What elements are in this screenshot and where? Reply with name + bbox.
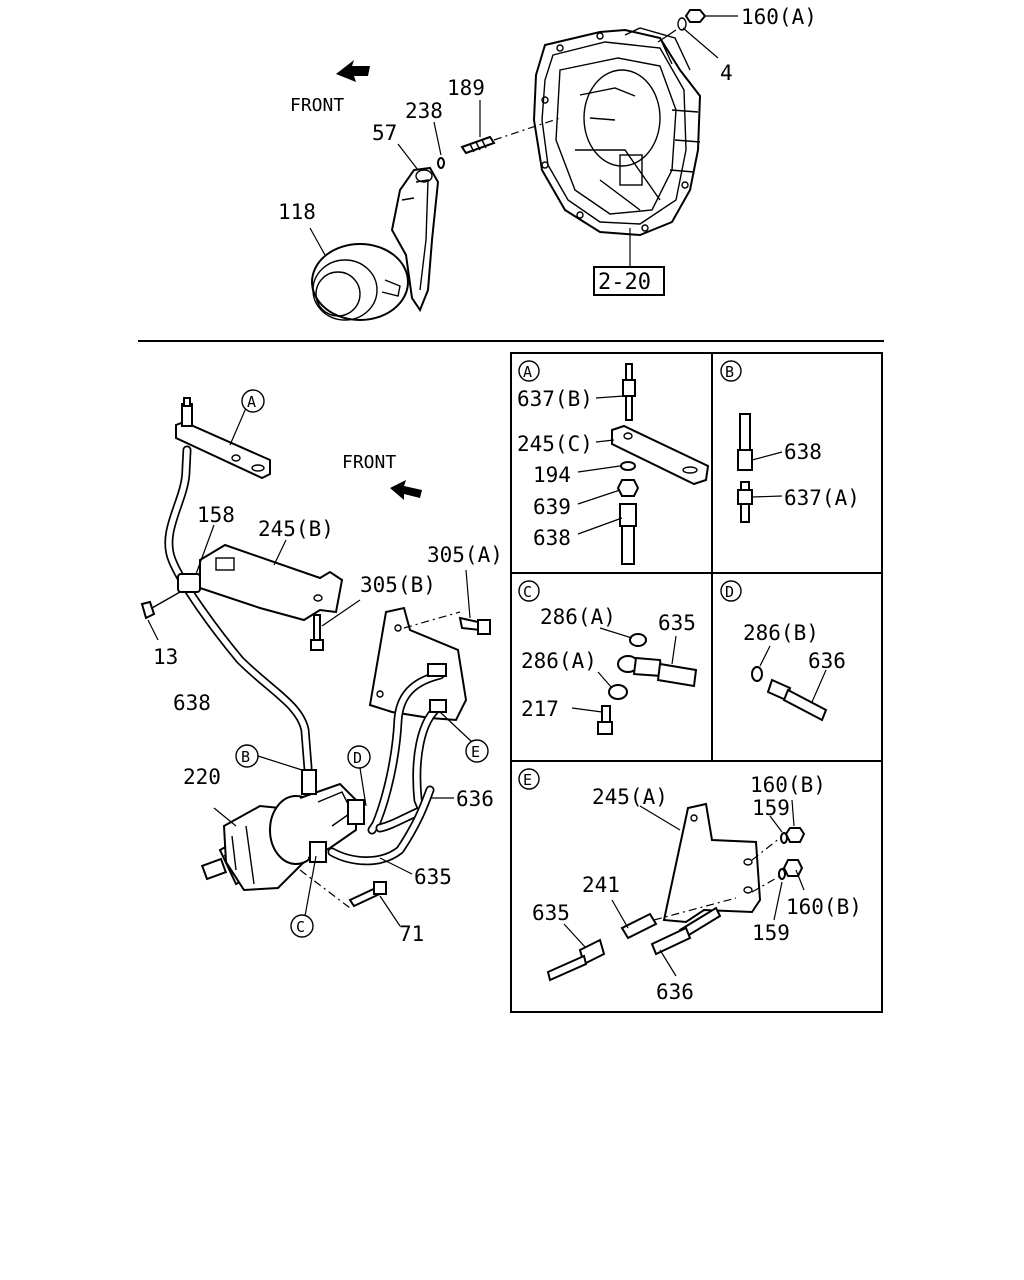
callout-636: 636	[456, 787, 494, 811]
hose-636	[367, 663, 454, 835]
inset-d-286b: 286(B)	[743, 621, 819, 645]
inset-a-194: 194	[533, 463, 571, 487]
callout-638: 638	[173, 691, 211, 715]
release-fork-57	[390, 143, 440, 313]
callout-57: 57	[372, 121, 397, 145]
front-arrow-icon	[336, 60, 370, 82]
inset-a-245c: 245(C)	[517, 432, 593, 456]
callout-635: 635	[414, 865, 452, 889]
bracket-245a	[368, 606, 468, 722]
release-bearing-118	[309, 227, 409, 321]
marker-a: A	[241, 389, 265, 413]
svg-text:E: E	[523, 771, 532, 789]
svg-text:B: B	[725, 363, 734, 381]
pin-238	[433, 121, 445, 169]
front-arrow-icon	[390, 480, 422, 500]
callout-13: 13	[153, 645, 178, 669]
callout-4: 4	[720, 61, 733, 85]
callout-160a: 160(A)	[741, 5, 817, 29]
clutch-housing	[532, 27, 702, 266]
hose-635	[327, 785, 435, 875]
pipe-638	[164, 445, 313, 773]
callout-305b: 305(B)	[360, 573, 436, 597]
svg-text:D: D	[353, 749, 362, 767]
leader-b	[257, 755, 303, 771]
marker-e: E	[465, 739, 489, 763]
bolt-13	[140, 591, 181, 641]
leader-e	[439, 711, 473, 743]
inset-e-636: 636	[656, 980, 694, 1004]
inset-a-639: 639	[533, 495, 571, 519]
inset-e-159-2: 159	[752, 921, 790, 945]
inset-a-638: 638	[533, 526, 571, 550]
leader-d	[359, 767, 367, 807]
inset-b: B 638 637(A)	[720, 360, 860, 523]
ref-2-20: 2-20	[598, 270, 651, 295]
bolt-305b	[310, 599, 361, 651]
svg-text:A: A	[247, 393, 256, 411]
inset-b-638: 638	[784, 440, 822, 464]
nut-160a	[657, 9, 738, 59]
callout-71: 71	[399, 922, 424, 946]
bolt-71	[299, 869, 401, 927]
inset-frame	[510, 352, 883, 1013]
inset-e-245a: 245(A)	[592, 785, 668, 809]
top-view: FRONT	[278, 5, 817, 321]
svg-text:A: A	[523, 363, 532, 381]
inset-c: C 286(A) 635 286(A) 217	[518, 580, 698, 735]
bracket-245c	[175, 397, 271, 480]
marker-b: B	[235, 744, 259, 768]
cylinder-220	[200, 769, 365, 892]
main-view: FRONT	[140, 389, 503, 946]
inset-e: E 245(A) 159 1	[518, 768, 862, 1004]
front-label: FRONT	[290, 95, 344, 116]
svg-text:B: B	[241, 748, 250, 766]
svg-text:C: C	[523, 583, 532, 601]
svg-text:C: C	[296, 918, 305, 936]
inset-c-286a-1: 286(A)	[540, 605, 616, 629]
callout-189: 189	[447, 76, 485, 100]
inset-e-160b-1: 160(B)	[750, 773, 826, 797]
callout-245b: 245(B)	[258, 517, 334, 541]
inset-c-286a-2: 286(A)	[521, 649, 597, 673]
marker-d: D	[347, 745, 371, 769]
inset-d-636: 636	[808, 649, 846, 673]
inset-d: D 286(B) 636	[720, 580, 846, 722]
stud-bolt-189	[460, 100, 561, 155]
inset-e-159-1: 159	[752, 796, 790, 820]
inset-b-637a: 637(A)	[784, 486, 860, 510]
leader-c	[304, 855, 317, 917]
ref-box	[593, 266, 665, 296]
callout-158: 158	[197, 503, 235, 527]
inset-e-241: 241	[582, 873, 620, 897]
inset-c-217: 217	[521, 697, 559, 721]
svg-text:E: E	[471, 743, 480, 761]
inset-a-637b: 637(B)	[517, 387, 593, 411]
callout-118: 118	[278, 200, 316, 224]
callout-305a: 305(A)	[427, 543, 503, 567]
callout-238: 238	[405, 99, 443, 123]
inset-panels: A 637(B) 245(C) 194 639 638 B	[510, 352, 883, 1013]
callout-220: 220	[183, 765, 221, 789]
inset-e-160b-2: 160(B)	[786, 895, 862, 919]
marker-c: C	[290, 914, 314, 938]
inset-e-635: 635	[532, 901, 570, 925]
bracket-245b	[177, 524, 344, 622]
svg-text:D: D	[725, 583, 734, 601]
bolt-305a	[458, 569, 491, 635]
inset-c-635: 635	[658, 611, 696, 635]
inset-a: A 637(B) 245(C) 194 639 638	[517, 360, 710, 565]
front-label-main: FRONT	[342, 452, 396, 473]
